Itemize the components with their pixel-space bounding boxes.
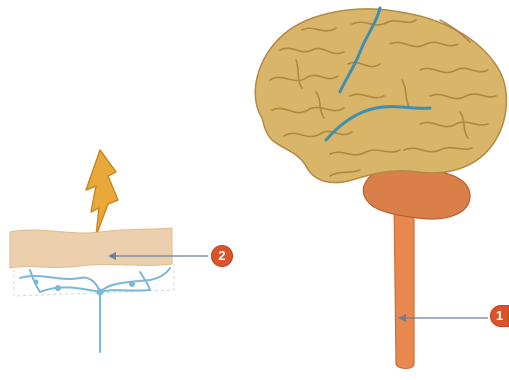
lightning-bolt-icon — [86, 150, 118, 236]
marker-2: 2 — [211, 245, 233, 267]
cerebellum — [363, 167, 470, 219]
marker-1: 1 — [490, 305, 509, 327]
cerebrum — [255, 9, 506, 183]
skin-receptor-illustration — [10, 150, 208, 352]
brain-illustration — [255, 8, 506, 369]
nerve-endings — [20, 268, 170, 352]
skin-layer — [10, 228, 172, 268]
spinal-cord — [394, 196, 414, 369]
